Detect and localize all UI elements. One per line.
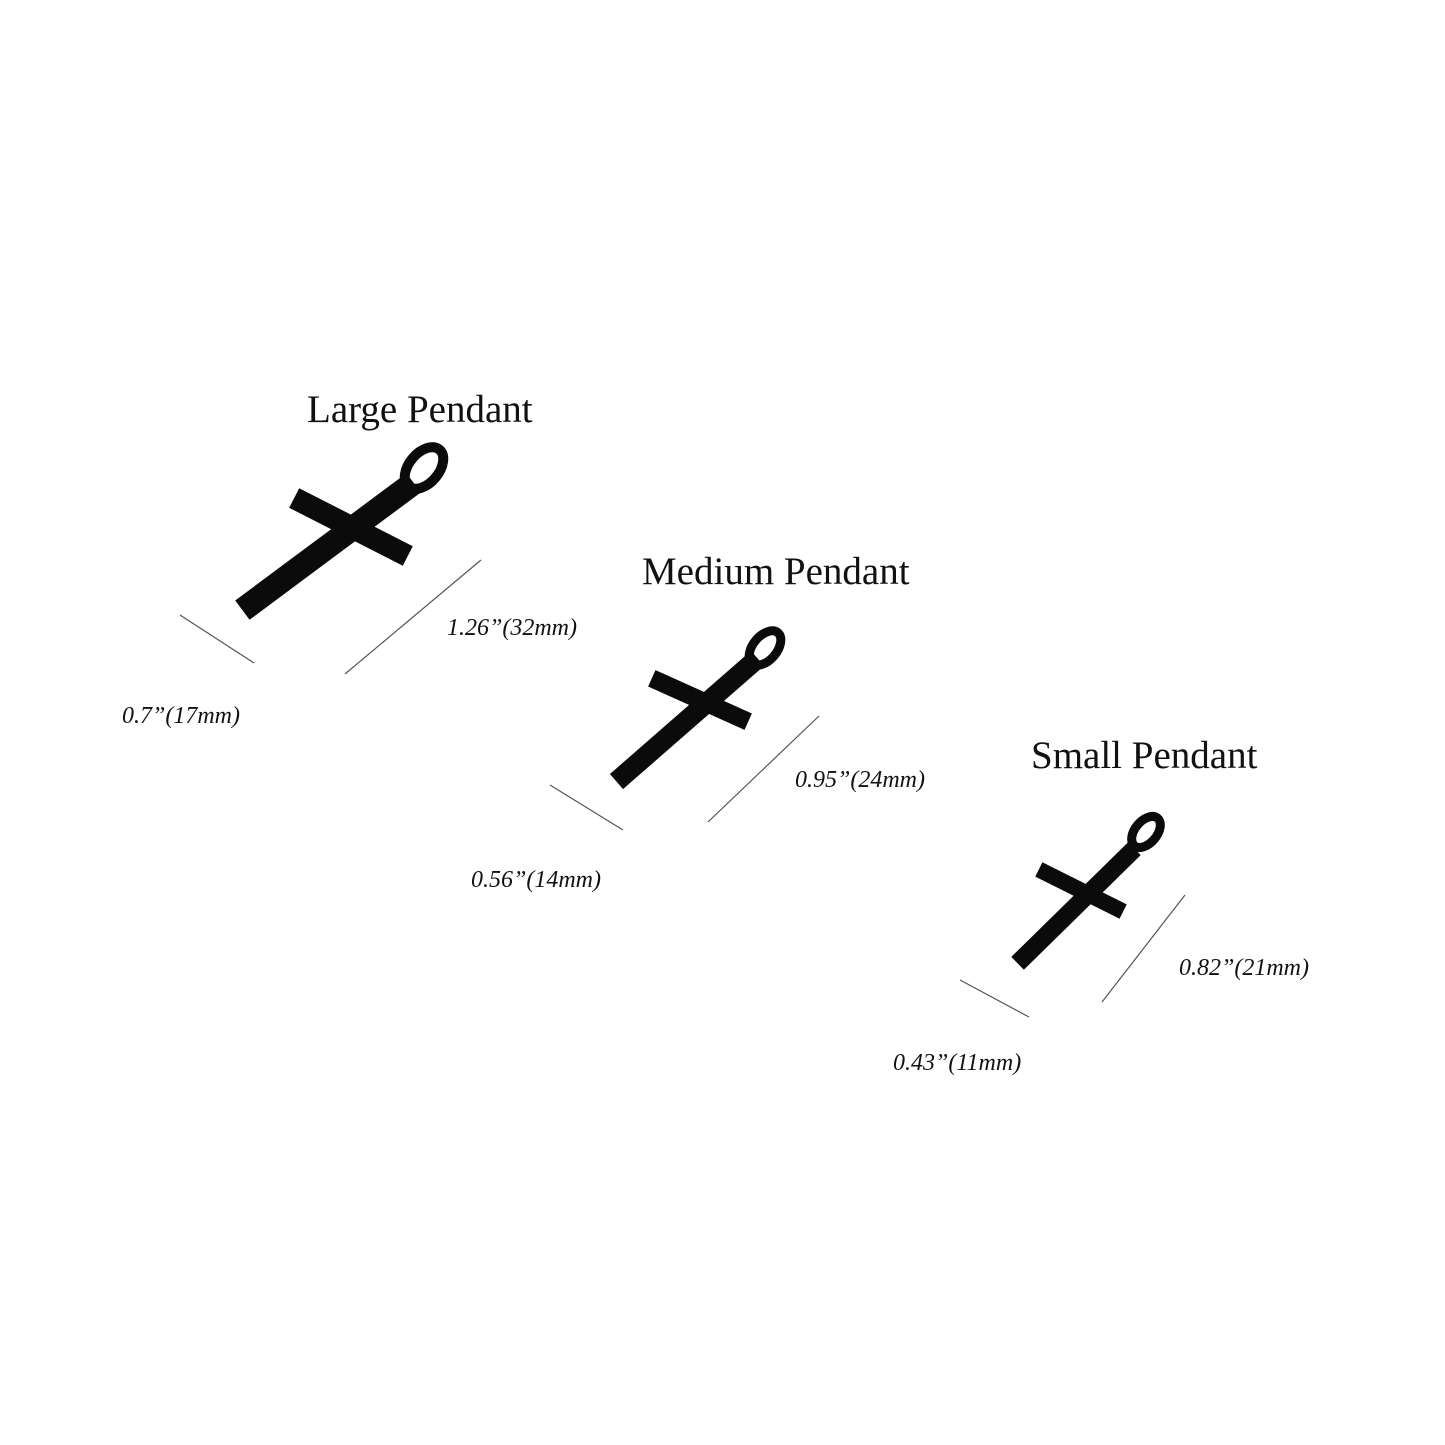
- small-width-line: [959, 979, 1030, 1018]
- small-cross-pendant: [1011, 812, 1165, 970]
- small-height-line: [1101, 894, 1186, 1003]
- medium-cross-pendant: [609, 626, 786, 790]
- large-height-label: 1.26”(32mm): [447, 615, 577, 641]
- large-width-label: 0.7”(17mm): [122, 703, 240, 729]
- large-cross-pendant: [235, 442, 449, 620]
- medium-height-line: [707, 715, 820, 823]
- medium-width-line: [549, 784, 624, 831]
- large-width-line: [179, 614, 255, 664]
- small-pendant-title: Small Pendant: [1031, 734, 1258, 777]
- large-pendant-title: Large Pendant: [307, 388, 533, 431]
- medium-width-label: 0.56”(14mm): [471, 867, 601, 893]
- small-width-label: 0.43”(11mm): [893, 1050, 1022, 1076]
- small-height-label: 0.82”(21mm): [1179, 955, 1309, 981]
- medium-pendant-title: Medium Pendant: [642, 550, 910, 593]
- large-height-line: [344, 559, 482, 675]
- medium-height-label: 0.95”(24mm): [795, 767, 925, 793]
